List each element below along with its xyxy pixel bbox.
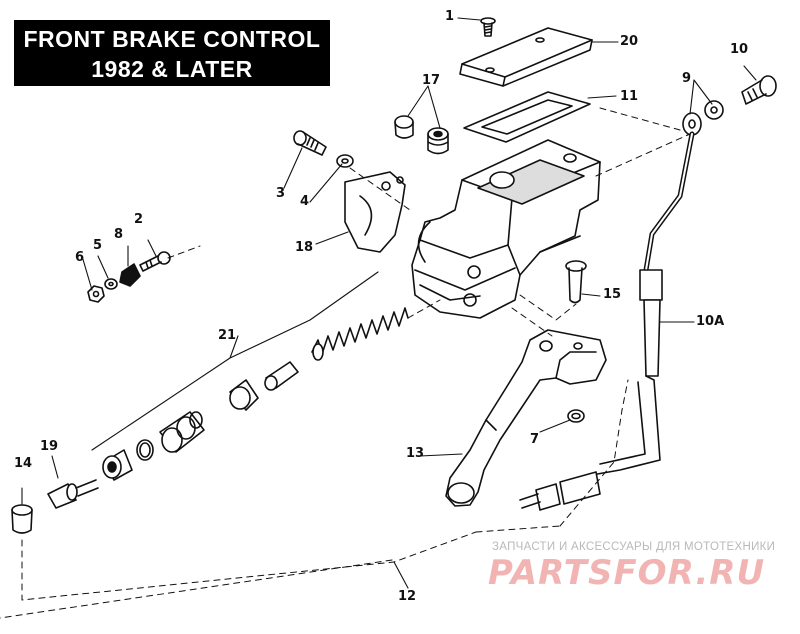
- part-2-screw: [139, 251, 171, 272]
- part-9-washers: [682, 100, 724, 136]
- part-21-cup: [229, 379, 259, 411]
- watermark-tagline: ЗАПЧАСТИ И АКСЕССУАРЫ ДЛЯ МОТОТЕХНИКИ: [492, 541, 776, 553]
- part-21-cap: [102, 449, 133, 481]
- title-line-2: 1982 & LATER: [91, 56, 253, 82]
- callout-7: 7: [530, 432, 540, 447]
- part-11-gasket: [463, 91, 591, 143]
- part-1-cover-screw: [480, 17, 496, 37]
- callout-21: 21: [218, 328, 237, 343]
- callout-18: 18: [295, 240, 314, 255]
- callout-20: 20: [620, 34, 639, 49]
- callout-10: 10: [730, 42, 749, 57]
- master-cylinder-body: [411, 139, 601, 319]
- part-14-boot: [11, 504, 33, 534]
- part-17-plugs: [394, 115, 449, 155]
- callout-2: 2: [134, 212, 144, 227]
- part-21-seal: [136, 439, 154, 461]
- part-7-clip: [567, 409, 585, 423]
- part-21-spring: [311, 307, 409, 361]
- callout-10a: 10A: [696, 314, 725, 329]
- callout-19: 19: [40, 439, 59, 454]
- callout-4: 4: [300, 194, 310, 209]
- leader-lines: [21, 17, 757, 589]
- callout-3: 3: [276, 186, 286, 201]
- title-line-1: FRONT BRAKE CONTROL: [23, 26, 321, 52]
- callout-9: 9: [682, 71, 692, 86]
- watermark-logo: PARTSFOR.RU: [488, 553, 766, 593]
- part-6-nut: [87, 285, 105, 303]
- part-21-retainer: [264, 361, 299, 391]
- callout-6: 6: [75, 250, 85, 265]
- part-8-clip: [119, 263, 141, 287]
- callout-1: 1: [445, 9, 455, 24]
- callout-11: 11: [620, 89, 639, 104]
- part-13-lever: [445, 329, 607, 507]
- part-15-pin: [565, 260, 587, 304]
- callout-12: 12: [398, 589, 417, 604]
- callout-5: 5: [93, 238, 103, 253]
- part-3-screw: [293, 130, 327, 156]
- part-10a-brake-line: [519, 131, 695, 511]
- callout-14: 14: [14, 456, 33, 471]
- assembly-lines: [0, 107, 691, 619]
- part-5-washer: [104, 278, 118, 290]
- part-4-washer: [336, 154, 354, 168]
- part-10-banjo-bolt: [741, 75, 777, 105]
- callout-17: 17: [422, 73, 441, 88]
- part-21-piston: [159, 411, 205, 453]
- diagram-title: FRONT BRAKE CONTROL 1982 & LATER: [14, 20, 330, 86]
- part-18-clamp: [344, 171, 406, 253]
- callout-8: 8: [114, 227, 124, 242]
- part-20-cover: [459, 27, 593, 87]
- callout-15: 15: [603, 287, 622, 302]
- callout-13: 13: [406, 446, 425, 461]
- part-19-pushrod: [47, 479, 99, 509]
